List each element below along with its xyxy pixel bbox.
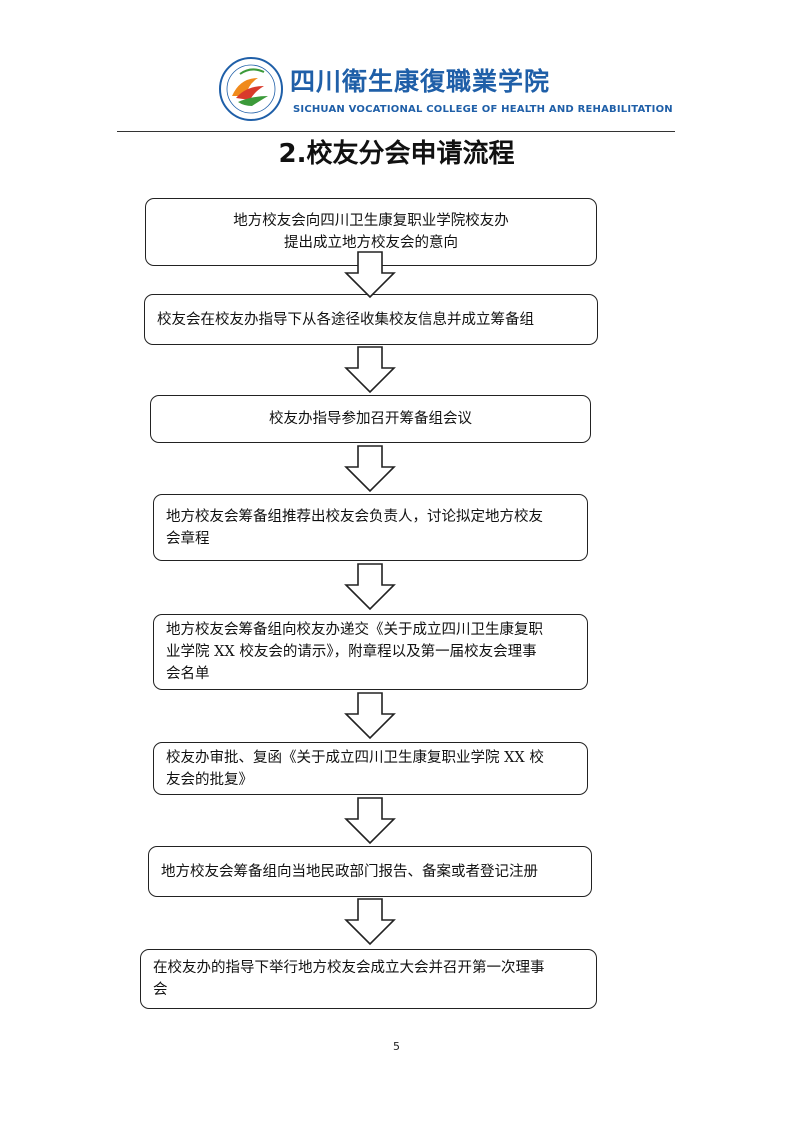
flow-step-3: 校友办指导参加召开筹备组会议 xyxy=(150,395,591,443)
flow-step-text-line: 提出成立地方校友会的意向 xyxy=(284,235,458,251)
flow-step-text-line: 会名单 xyxy=(166,666,210,682)
flow-step-text-line: 地方校友会筹备组向校友办递交《关于成立四川卫生康复职 xyxy=(166,622,543,638)
down-arrow-icon xyxy=(344,692,396,740)
flow-step-2: 校友会在校友办指导下从各途径收集校友信息并成立筹备组 xyxy=(144,294,598,345)
flow-step-text-line: 会 xyxy=(153,982,168,998)
flow-step-text-line: 会章程 xyxy=(166,530,210,547)
down-arrow-icon xyxy=(344,251,396,299)
flow-step-7: 地方校友会筹备组向当地民政部门报告、备案或者登记注册 xyxy=(148,846,592,897)
flow-step-text-line: 校友办审批、复函《关于成立四川卫生康复职业学院 XX 校 xyxy=(166,749,544,766)
page-title: 2.校友分会申请流程 xyxy=(278,139,515,169)
flow-step-8: 在校友办的指导下举行地方校友会成立大会并召开第一次理事 会 xyxy=(140,949,597,1009)
down-arrow-icon xyxy=(344,445,396,493)
header-divider xyxy=(117,131,675,132)
flow-step-text-line: 地方校友会筹备组推荐出校友会负责人，讨论拟定地方校友 xyxy=(166,508,543,525)
flow-step-6: 校友办审批、复函《关于成立四川卫生康复职业学院 XX 校 友会的批复》 xyxy=(153,742,588,795)
flow-step-text-line: 校友办指导参加召开筹备组会议 xyxy=(269,411,472,427)
down-arrow-icon xyxy=(344,898,396,946)
flow-step-4: 地方校友会筹备组推荐出校友会负责人，讨论拟定地方校友 会章程 xyxy=(153,494,588,561)
school-name-english: SICHUAN VOCATIONAL COLLEGE OF HEALTH AND… xyxy=(293,104,673,115)
flow-step-text-line: 在校友办的指导下举行地方校友会成立大会并召开第一次理事 xyxy=(153,960,545,976)
flow-step-text-line: 业学院 XX 校友会的请示》，附章程以及第一届校友会理事 xyxy=(166,644,537,660)
down-arrow-icon xyxy=(344,797,396,845)
flow-step-text-line: 地方校友会筹备组向当地民政部门报告、备案或者登记注册 xyxy=(161,863,538,880)
document-header: 四川衛生康復職業学院 SICHUAN VOCATIONAL COLLEGE OF… xyxy=(0,0,793,140)
flow-step-5: 地方校友会筹备组向校友办递交《关于成立四川卫生康复职 业学院 XX 校友会的请示… xyxy=(153,614,588,690)
down-arrow-icon xyxy=(344,346,396,394)
flow-step-text-line: 友会的批复》 xyxy=(166,771,253,788)
page-number: 5 xyxy=(393,1040,400,1053)
school-name-chinese: 四川衛生康復職業学院 xyxy=(290,67,551,96)
college-logo-icon xyxy=(219,57,283,121)
flow-step-text-line: 校友会在校友办指导下从各途径收集校友信息并成立筹备组 xyxy=(157,311,534,328)
down-arrow-icon xyxy=(344,563,396,611)
flow-step-text-line: 地方校友会向四川卫生康复职业学院校友办 xyxy=(233,213,509,229)
